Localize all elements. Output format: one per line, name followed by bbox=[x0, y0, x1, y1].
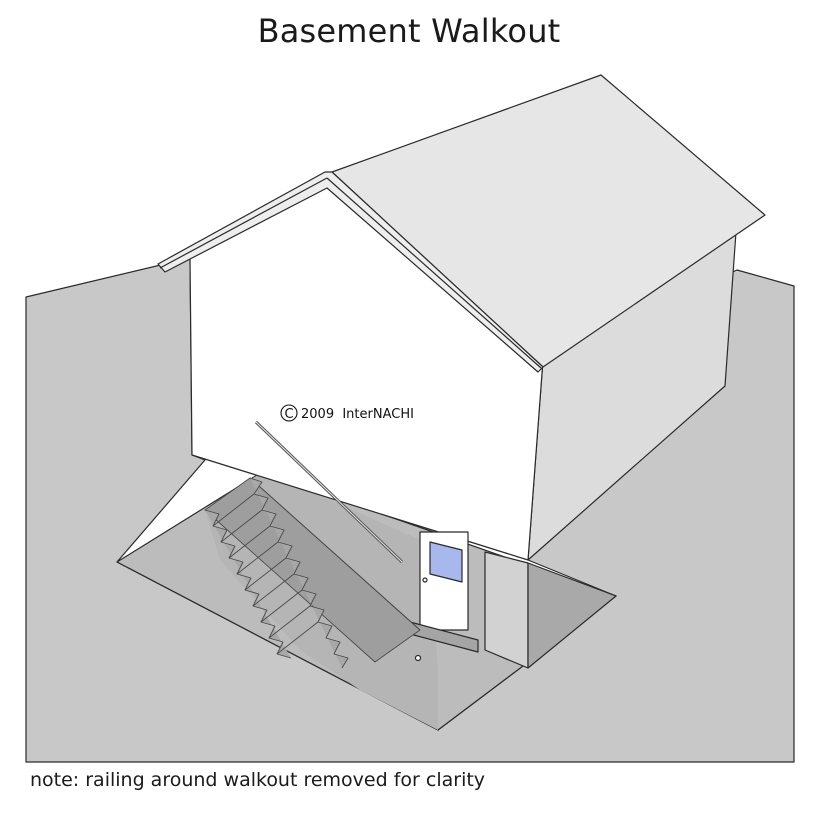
page-title: Basement Walkout bbox=[257, 12, 561, 50]
floor-drain-icon bbox=[414, 654, 422, 662]
roof-edge-line bbox=[326, 177, 542, 369]
door-window-icon bbox=[429, 541, 463, 583]
copyright-symbol-letter: C bbox=[285, 407, 294, 422]
retaining-wall-shadow bbox=[527, 562, 617, 669]
roof-fascia bbox=[157, 171, 544, 373]
door-knob-icon bbox=[422, 577, 428, 583]
diagram-note: note: railing around walkout removed for… bbox=[30, 769, 486, 791]
exterior-stairs bbox=[204, 477, 421, 669]
copyright-symbol-icon bbox=[280, 404, 298, 422]
retaining-wall bbox=[484, 551, 529, 669]
copyright-text: 2009 InterNACHI bbox=[301, 407, 414, 422]
roof-edge-line bbox=[159, 177, 328, 269]
handrail-highlight bbox=[255, 421, 403, 563]
